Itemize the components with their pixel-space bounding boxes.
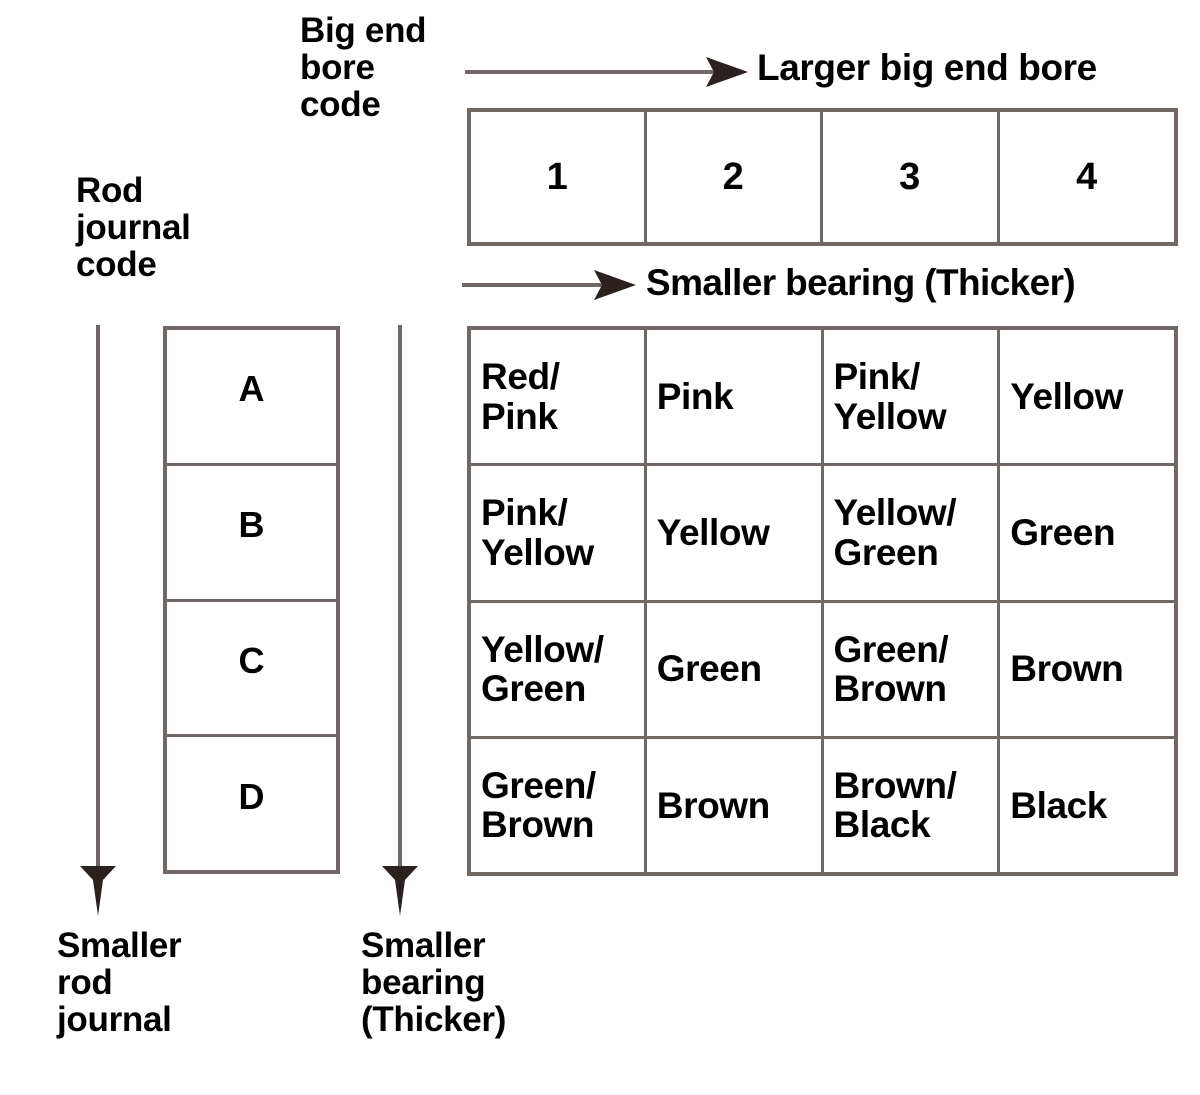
big-end-bore-code-table: 1 2 3 4: [467, 108, 1178, 246]
arrow-down-icon-middle: [382, 325, 418, 916]
bearing-color-cell-c4[interactable]: Brown: [1010, 648, 1124, 690]
table-row: Yellow/ Green Green Green/ Brown Brown: [471, 602, 1174, 739]
table-row: Green/ Brown Brown Brown/ Black Black: [471, 738, 1174, 872]
smaller-bearing-thicker-top-label: Smaller bearing (Thicker): [646, 262, 1076, 303]
rod-journal-code-cell-b[interactable]: B: [167, 466, 336, 602]
big-end-bore-code-cell-1[interactable]: 1: [471, 112, 647, 242]
big-end-bore-code-cell-4[interactable]: 4: [1076, 155, 1098, 198]
bearing-color-cell-a1[interactable]: Red/ Pink: [471, 330, 647, 464]
bearing-color-cell-c2[interactable]: Green: [647, 602, 824, 736]
bearing-color-cell-b3[interactable]: Yellow/ Green: [824, 466, 1001, 600]
bearing-color-cell-a3[interactable]: Pink/ Yellow: [824, 330, 1001, 464]
bearing-color-cell-b4[interactable]: Green: [1010, 512, 1116, 554]
larger-big-end-bore-label: Larger big end bore: [757, 47, 1097, 88]
smaller-rod-journal-label: Smaller rod journal: [57, 926, 182, 1040]
arrow-right-icon-middle: [462, 270, 636, 300]
bearing-color-cell-a4[interactable]: Yellow: [1010, 375, 1124, 417]
rod-journal-code-cell-d[interactable]: D: [238, 775, 265, 817]
bearing-color-cell-c1[interactable]: Yellow/ Green: [471, 602, 647, 736]
bearing-color-cell-c3[interactable]: Green/ Brown: [824, 602, 1001, 736]
rod-journal-code-table: A B C D: [163, 326, 340, 874]
table-row: Pink/ Yellow Yellow Yellow/ Green Green: [471, 466, 1174, 603]
rod-journal-code-cell-c[interactable]: C: [167, 602, 336, 738]
bearing-color-cell-a2[interactable]: Pink: [647, 330, 824, 464]
bearing-color-cell-b1[interactable]: Pink/ Yellow: [471, 466, 647, 600]
big-end-bore-code-cell-2[interactable]: 2: [647, 112, 823, 242]
bearing-color-matrix-table: Red/ Pink Pink Pink/ Yellow Yellow Pink/…: [467, 326, 1178, 876]
big-end-bore-code-label: Big end bore code: [300, 11, 427, 125]
bearing-color-cell-d1[interactable]: Green/ Brown: [471, 738, 647, 872]
bearing-color-cell-d3[interactable]: Brown/ Black: [824, 738, 1001, 872]
big-end-bore-code-cell-3[interactable]: 3: [823, 112, 1000, 242]
arrow-right-icon-top: [465, 57, 748, 87]
bearing-color-cell-d4[interactable]: Black: [1010, 784, 1107, 826]
arrow-down-icon-left: [80, 325, 116, 916]
table-row: Red/ Pink Pink Pink/ Yellow Yellow: [471, 330, 1174, 467]
rod-journal-code-cell-a[interactable]: A: [167, 330, 336, 466]
bearing-color-cell-b2[interactable]: Yellow: [647, 466, 824, 600]
rod-journal-code-label: Rod journal code: [76, 171, 191, 285]
bearing-color-cell-d2[interactable]: Brown: [647, 738, 824, 872]
smaller-bearing-thicker-bottom-label: Smaller bearing (Thicker): [361, 926, 507, 1040]
